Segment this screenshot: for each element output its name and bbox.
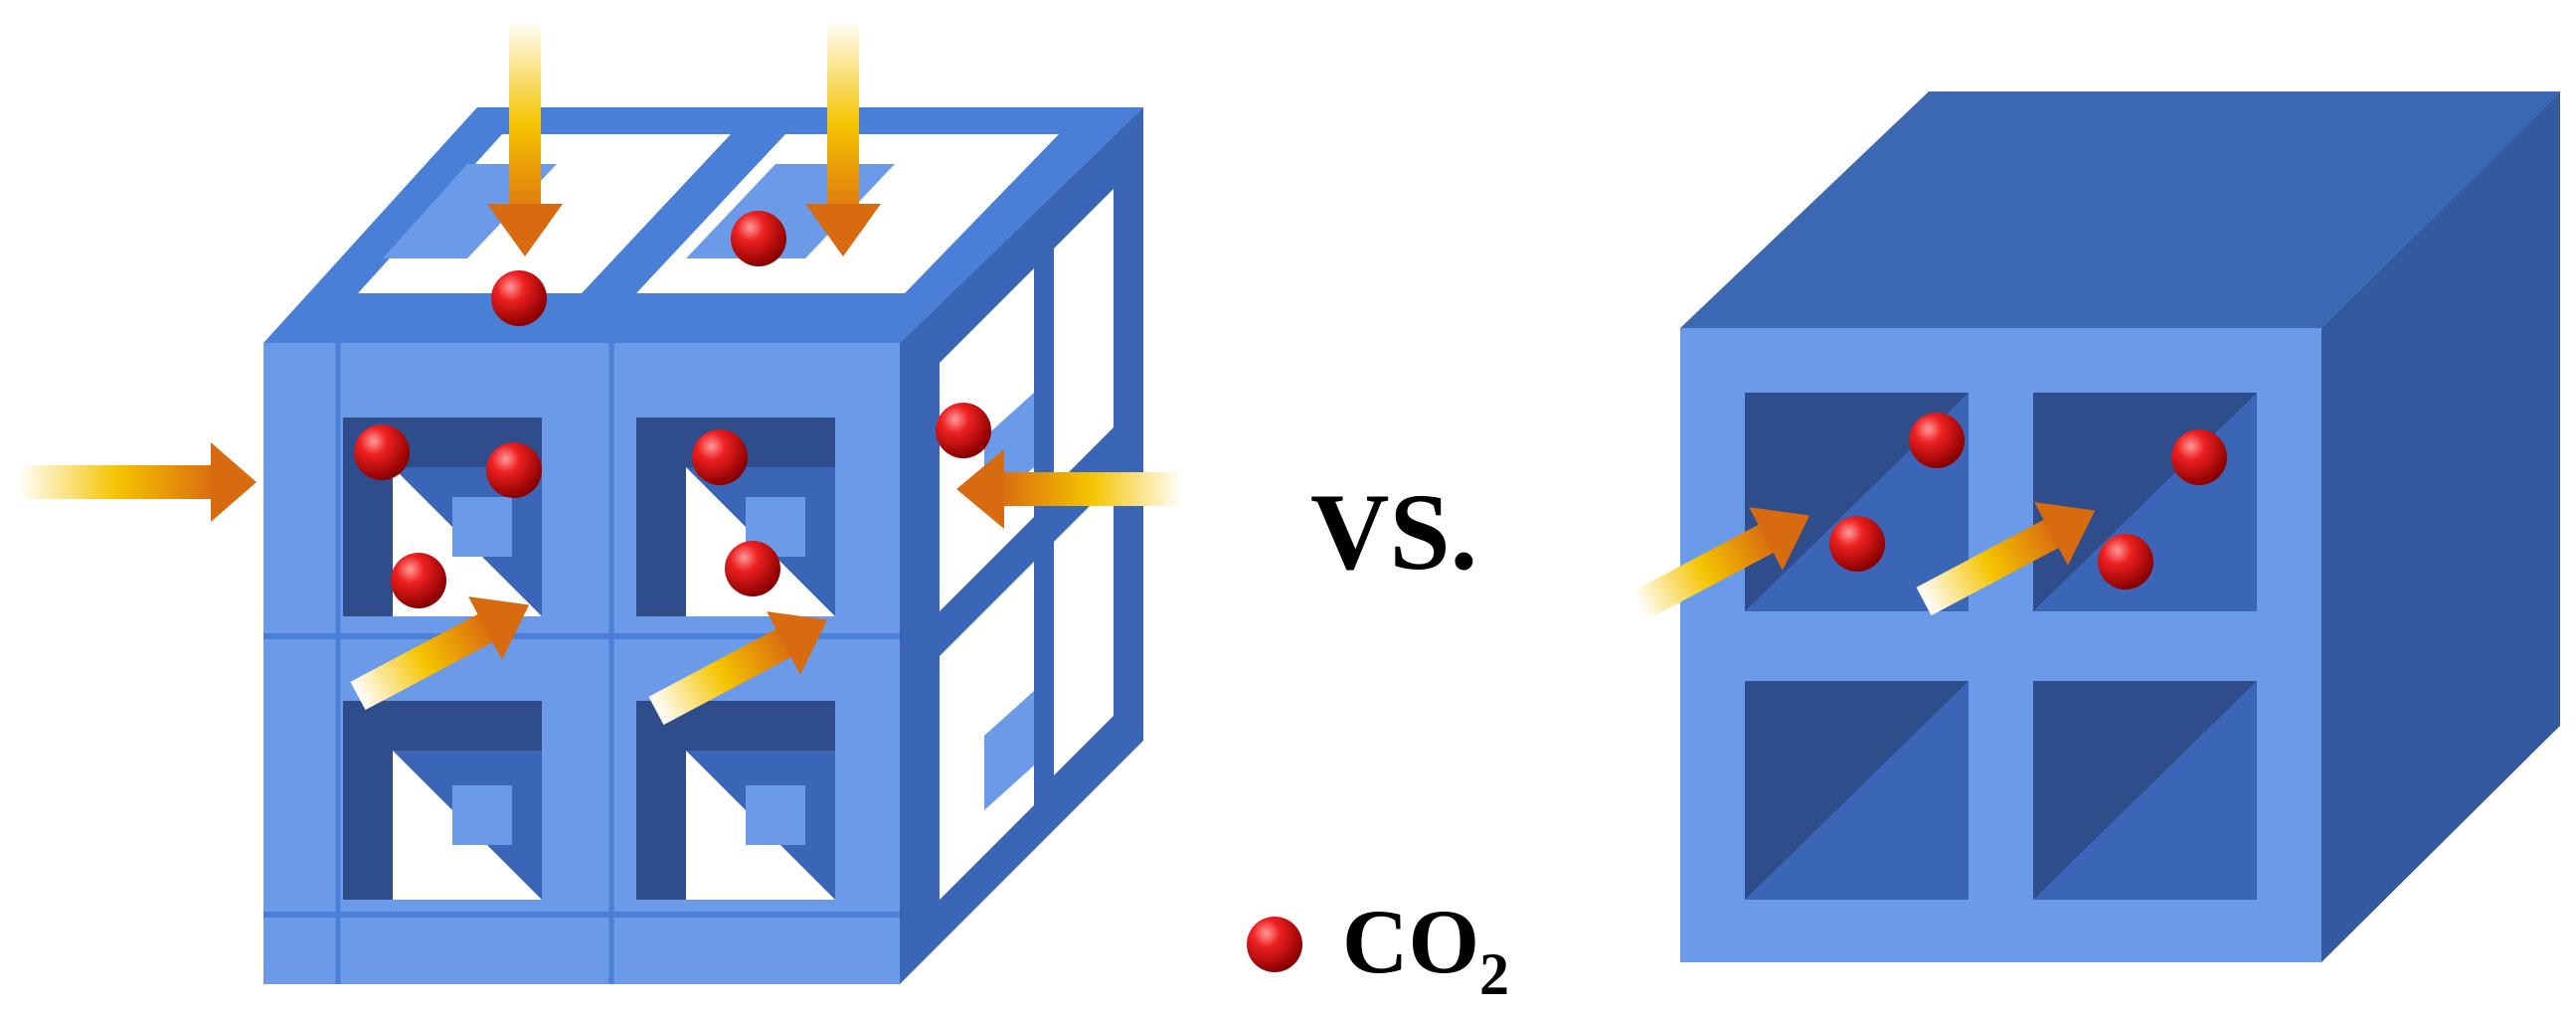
- co2-molecule-icon: [692, 429, 748, 485]
- flow-arrow-icon: [18, 442, 257, 522]
- solid-2d-layered-block: [1680, 91, 2560, 962]
- flow-arrow-icon: [1916, 502, 2096, 616]
- block-top-face: [1680, 91, 2560, 328]
- co2-molecule-icon: [391, 553, 446, 608]
- co2-molecule-icon: [725, 541, 780, 596]
- legend: CO2: [1247, 891, 1509, 1007]
- legend-co2-label: CO2: [1342, 891, 1509, 1007]
- legend-subscript: 2: [1479, 941, 1509, 1007]
- co2-molecule-icon: [486, 442, 542, 498]
- co2-molecule-icon: [1247, 917, 1302, 972]
- flow-arrow-icon: [956, 449, 1183, 529]
- flow-arrow-icon: [648, 611, 828, 726]
- co2-molecule-icon: [491, 270, 547, 326]
- framework-side-openings: [940, 189, 1114, 900]
- comparison-label: VS.: [1310, 471, 1477, 592]
- co2-molecule-icon: [1829, 516, 1885, 572]
- co2-molecules: [354, 211, 2227, 608]
- flow-arrow-icon: [1631, 507, 1810, 621]
- flow-arrow-icon: [350, 596, 530, 711]
- flow-arrow-icon: [487, 20, 563, 256]
- flow-arrows: [18, 20, 2096, 726]
- co2-molecule-icon: [354, 424, 410, 480]
- framework-front-cells: [263, 343, 900, 984]
- flow-arrow-icon: [805, 20, 881, 256]
- co2-molecule-icon: [936, 403, 991, 458]
- legend-symbol: CO: [1342, 891, 1479, 992]
- co2-molecule-icon: [2171, 429, 2227, 485]
- co2-molecule-icon: [1909, 413, 1965, 468]
- porous-3d-framework-cube: [263, 107, 1143, 984]
- block-side-face: [2321, 91, 2560, 962]
- co2-molecule-icon: [731, 211, 786, 266]
- co2-molecule-icon: [2098, 534, 2153, 590]
